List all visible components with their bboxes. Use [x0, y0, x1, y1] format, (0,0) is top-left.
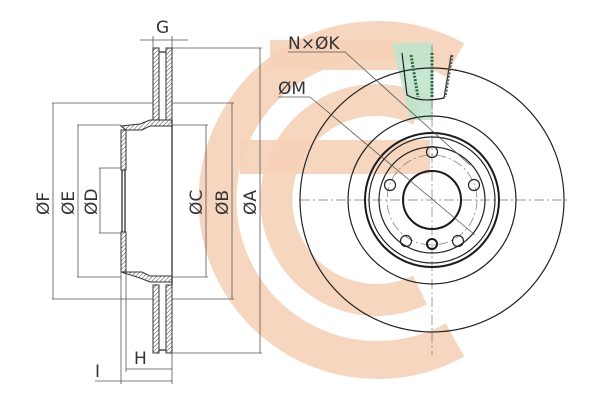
label-E: ØE — [59, 191, 79, 215]
bolt-hole — [399, 234, 413, 248]
leader-bolt-holes-diag — [344, 51, 471, 166]
side-view: G H I ØF ØE ØD ØC ØB ØA — [34, 18, 262, 384]
hat-bottom — [120, 271, 173, 283]
bolt-hole — [467, 178, 481, 192]
leader-M-diag — [309, 96, 476, 236]
label-D: ØD — [82, 189, 102, 215]
bolt-holes — [383, 145, 481, 250]
watermark-green-shape — [392, 43, 433, 120]
label-B: ØB — [213, 190, 233, 215]
center-bore — [402, 170, 462, 230]
friction-ring-bottom-inner — [165, 284, 173, 354]
hat-top — [119, 119, 173, 131]
label-C: ØC — [187, 190, 207, 215]
label-H: H — [134, 349, 147, 369]
label-A: ØA — [241, 190, 261, 215]
hat-wall-upper — [120, 129, 127, 171]
locating-hole — [426, 238, 438, 250]
bolt-hole — [451, 234, 465, 248]
friction-ring-bottom-outer — [152, 284, 160, 354]
watermark-mid-bar — [240, 140, 430, 174]
friction-ring-inner-edge — [347, 115, 517, 285]
front-view: N×ØK ØM — [278, 34, 570, 355]
watermark-top-bar — [270, 40, 400, 70]
hat-wall-lower — [120, 231, 127, 273]
label-G: G — [156, 18, 169, 38]
hat-outer-edge — [364, 132, 500, 268]
bolt-hole — [383, 178, 397, 192]
friction-ring-top-inner — [165, 47, 173, 121]
label-M: ØM — [278, 79, 306, 99]
hat-outer-edge-2 — [368, 136, 496, 264]
label-I: I — [95, 362, 100, 382]
watermark-logo — [198, 21, 465, 379]
bolt-hole — [425, 145, 439, 159]
label-bolt-holes: N×ØK — [288, 34, 340, 54]
friction-ring-top-outer — [152, 47, 160, 121]
watermark-inner-arc — [260, 84, 427, 316]
bolt-circle — [386, 154, 478, 246]
dimension-lines — [52, 36, 262, 384]
label-F: ØF — [34, 192, 54, 215]
vent-slots — [401, 52, 454, 101]
